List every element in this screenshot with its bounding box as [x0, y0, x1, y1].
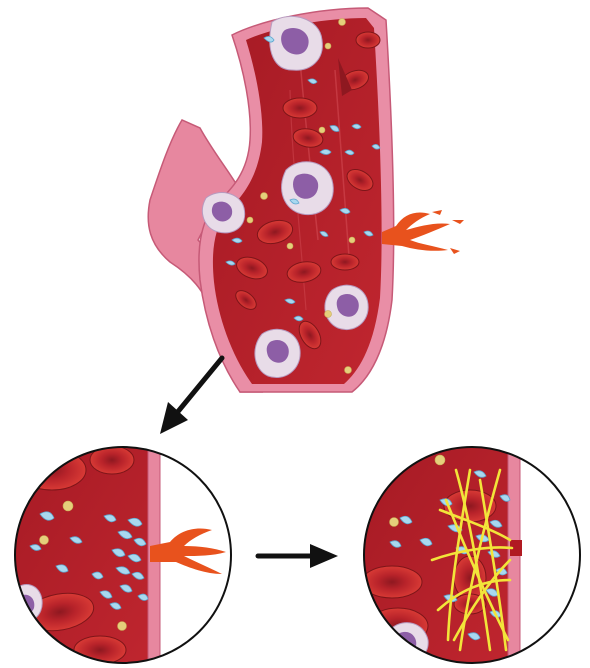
white-blood-cell — [282, 162, 334, 215]
arrow-down-left-icon — [160, 358, 222, 434]
white-blood-cell — [255, 329, 300, 377]
vessel-overview — [148, 8, 464, 392]
white-blood-cell — [270, 16, 323, 70]
white-blood-cell — [325, 285, 368, 329]
arrow-right-icon — [258, 544, 338, 568]
white-blood-cell — [202, 193, 244, 233]
platelet-plug-panel — [0, 440, 260, 668]
fibrin-clot-panel — [360, 440, 590, 668]
